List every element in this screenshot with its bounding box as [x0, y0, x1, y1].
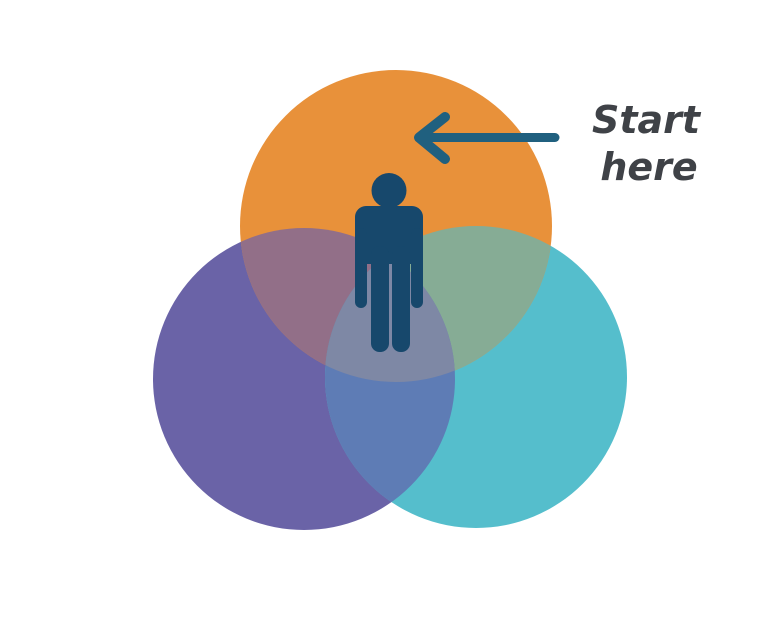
person-icon	[355, 173, 423, 352]
annotation-line-2: here	[600, 145, 697, 189]
annotation-line-1: Start	[592, 98, 702, 142]
person-head	[371, 173, 407, 208]
person-left-arm	[355, 228, 367, 308]
arrow-left-icon	[414, 112, 560, 164]
annotation-start-here: Start here	[592, 98, 702, 189]
person-right-leg	[392, 246, 410, 352]
person-right-arm	[411, 228, 423, 308]
arrow-head	[414, 112, 450, 164]
person-left-leg	[371, 246, 389, 352]
